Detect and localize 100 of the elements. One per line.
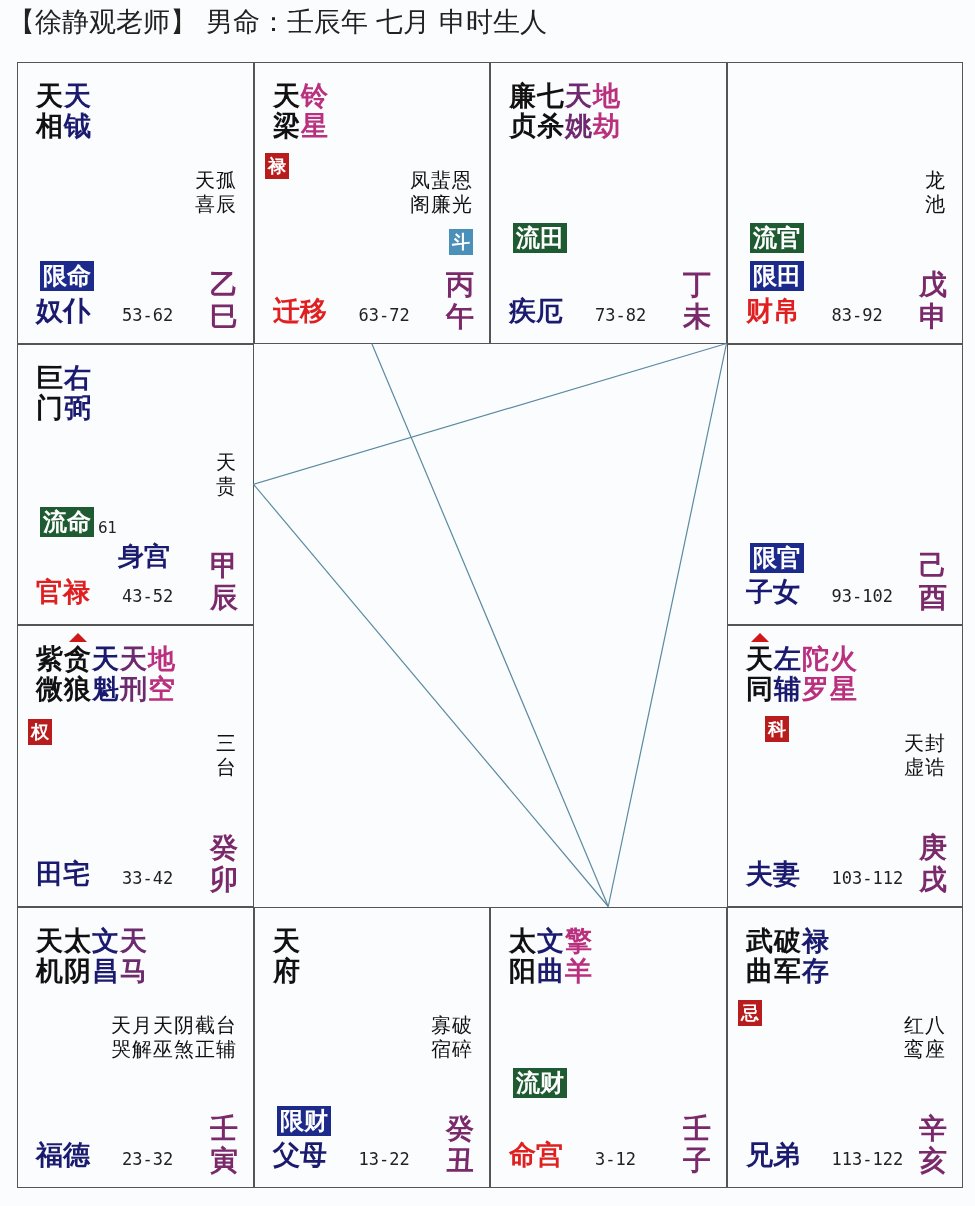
minor-star-name: 破碎 [452,1012,473,1061]
palace-tag: 流财 [513,1067,567,1098]
palace-name: 迁移 [272,293,327,328]
minor-star-name: 寡宿 [431,1012,452,1061]
minor-star-name: 凤阁 [410,168,431,216]
star-name: 七杀 [537,81,565,141]
age-range: 43-52 [122,586,174,606]
star-name: 天姚 [565,81,593,141]
star-name: 紫微 [36,644,64,704]
star-name: 火星 [829,644,858,704]
minor-star-name: 蜚廉 [431,168,452,216]
minor-star-name: 阴煞 [173,1012,195,1061]
star-name: 破军 [773,925,801,986]
palace-name: 官禄 [36,575,90,609]
palace-cell [17,62,254,344]
star-name: 天马 [120,925,148,986]
palace-name: 父母 [272,1138,327,1172]
star-name: 天同 [745,644,773,704]
palace-tag: 权 [28,719,52,745]
palace-cell [17,625,254,907]
connector-line [252,483,609,908]
palace-tag: 科 [764,716,789,742]
star-name: 巨门 [36,362,64,423]
palace-tag: 限命 [40,261,94,291]
connector-line [371,342,609,908]
palace-tag: 限田 [749,261,804,291]
minor-star-name: 截正 [194,1012,216,1061]
palace-name: 子女 [745,575,800,609]
palace-tag: 流官 [749,223,804,253]
palace-tag: 限财 [276,1105,331,1136]
minor-star-name: 龙池 [925,168,946,216]
star-name: 禄存 [801,925,830,986]
chart-title: 【徐静观老师】 男命：壬辰年 七月 申时生人 [8,5,547,39]
star-name: 右弼 [64,362,92,423]
minor-star-name: 月解 [131,1012,153,1061]
minor-star-name: 三台 [215,731,237,779]
palace-tag: 流命 [40,506,94,537]
stem-branch: 壬子 [682,1113,712,1177]
star-name: 地劫 [593,81,621,141]
age-range: 83-92 [831,304,883,325]
stem-branch: 癸卯 [209,831,239,896]
age-range: 33-42 [122,867,174,888]
star-name: 天刑 [120,644,148,704]
star-name: 擎羊 [565,925,593,986]
star-name: 地空 [148,644,176,704]
star-name: 贪狼 [64,644,91,704]
palace-name: 夫妻 [745,856,800,891]
star-name: 太阳 [509,925,537,986]
age-range: 93-102 [831,586,893,606]
palace-cell [726,625,963,907]
age-range: 23-32 [122,1149,174,1169]
minor-star-name: 天贵 [215,449,237,498]
palace-name: 福德 [36,1138,90,1172]
star-name: 天魁 [92,644,120,704]
stem-branch: 甲辰 [209,550,239,614]
minor-star-name: 天喜 [194,168,216,216]
stem-branch: 戊申 [919,268,948,333]
stem-branch: 乙巳 [209,268,239,333]
palace-cell [17,906,254,1188]
palace-tag: 斗 [448,229,473,255]
palace-name: 田宅 [36,856,90,891]
age-range: 3-12 [595,1149,636,1169]
palace-cell [17,343,254,625]
palace-tag: 流田 [513,223,567,253]
connector-line [252,342,728,485]
star-name: 天相 [36,81,64,141]
minor-star-name: 天巫 [152,1012,174,1061]
palace-name: 兄弟 [745,1138,800,1172]
star-name: 天府 [272,925,301,986]
palace-cell [726,62,963,344]
star-name: 廉贞 [509,81,537,141]
palace-cell [490,906,727,1188]
palace-tag: 忌 [737,999,762,1026]
minor-star-name: 天哭 [110,1012,132,1061]
palace-tag: 禄 [264,153,289,179]
palace-name: 命宫 [509,1138,563,1172]
palace-cell [726,343,963,625]
stem-branch: 己酉 [919,550,948,614]
star-name: 陀罗 [801,644,830,704]
palace-cell [253,906,490,1188]
palace-cell [726,906,963,1188]
star-name: 文昌 [92,925,120,986]
age-range: 13-22 [358,1149,410,1169]
stem-branch: 癸丑 [446,1113,475,1177]
star-name: 铃星 [300,81,329,141]
age-range: 53-62 [122,304,174,325]
star-name: 天梁 [272,81,300,141]
palace-name: 财帛 [745,293,800,328]
minor-star-name: 恩光 [452,168,473,216]
stem-branch: 壬寅 [209,1113,239,1177]
stem-branch: 庚戌 [919,831,948,896]
star-name: 武曲 [745,925,773,986]
star-name: 天机 [36,925,64,986]
connector-line [607,342,728,908]
age-range: 73-82 [595,304,647,325]
star-name: 天钺 [64,81,92,141]
year-age: 61 [98,518,118,537]
star-name: 文曲 [537,925,565,986]
minor-star-name: 台辅 [215,1012,237,1061]
palace-name: 疾厄 [509,293,563,328]
